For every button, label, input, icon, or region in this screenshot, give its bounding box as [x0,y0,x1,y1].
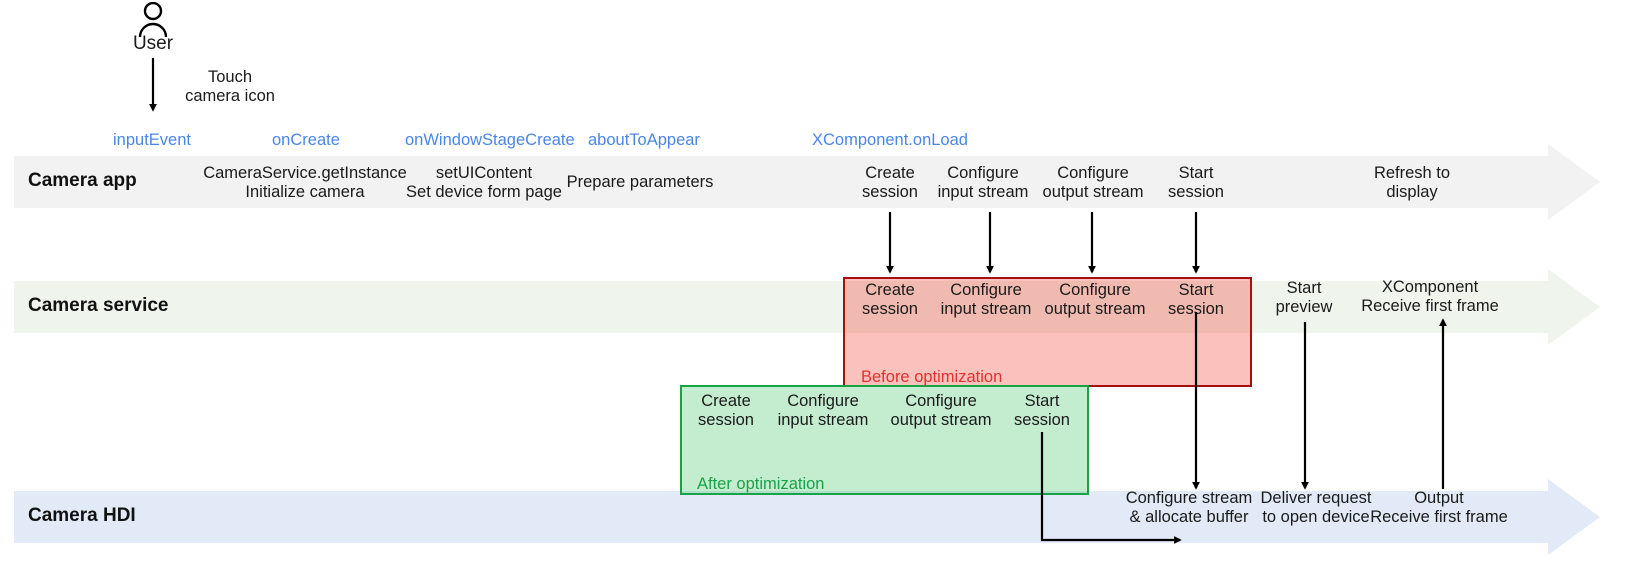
swimlane-camera-app-title: Camera app [28,170,137,191]
swimlane-camera-hdi-bar [14,491,1548,543]
cell-opt-create-session: Create session [698,392,754,429]
cell-opt-start-session: Start session [1014,392,1070,429]
cell-camera-service-getinstance: CameraService.getInstance Initialize cam… [203,164,407,201]
cell-svc-create-session: Create session [862,281,918,318]
cell-hdi-output-receive-first-frame: Output Receive first frame [1370,489,1508,526]
swimlane-camera-service-arrowhead [1548,269,1600,345]
swimlane-camera-service-bar [14,281,1548,333]
cell-app-refresh-to-display: Refresh to display [1373,164,1451,201]
swimlane-camera-app-arrowhead [1548,144,1600,220]
lifecycle-label-onwindowstagecreate: onWindowStageCreate [405,131,575,149]
swimlane-camera-service-title: Camera service [28,295,169,316]
before-optimization-label: Before optimization [861,368,1003,386]
lifecycle-label-oncreate: onCreate [272,131,340,149]
cell-svc-configure-input-stream: Configure input stream [940,281,1032,318]
cell-hdi-deliver-request-open-device: Deliver request to open device [1260,489,1372,526]
cell-app-configure-input-stream: Configure input stream [937,164,1029,201]
cell-app-configure-output-stream: Configure output stream [1042,164,1144,201]
cell-svc-start-session: Start session [1168,281,1224,318]
cell-prepare-parameters: Prepare parameters [566,173,714,191]
cell-opt-configure-input-stream: Configure input stream [777,392,869,429]
cell-setuicontent: setUIContent Set device form page [406,164,562,201]
lifecycle-label-inputevent: inputEvent [113,131,191,149]
after-optimization-label: After optimization [697,475,825,493]
lifecycle-label-xcomponent-onload: XComponent.onLoad [812,131,968,149]
after-optimization-box [680,385,1089,495]
lifecycle-label-abouttoappear: aboutToAppear [588,131,700,149]
cell-svc-configure-output-stream: Configure output stream [1044,281,1146,318]
cell-app-start-session: Start session [1168,164,1224,201]
touch-camera-icon-label: Touch camera icon [185,68,275,105]
before-optimization-box [843,277,1252,387]
actor-label: User [132,33,174,54]
cell-svc-xcomponent-receive-first-frame: XComponent Receive first frame [1361,278,1499,315]
cell-svc-start-preview: Start preview [1275,279,1333,316]
swimlane-camera-hdi-title: Camera HDI [28,505,136,526]
swimlane-camera-app-bar [14,156,1548,208]
swimlane-camera-hdi-arrowhead [1548,479,1600,555]
user-person-icon [138,2,168,38]
cell-app-create-session: Create session [862,164,918,201]
cell-opt-configure-output-stream: Configure output stream [890,392,992,429]
